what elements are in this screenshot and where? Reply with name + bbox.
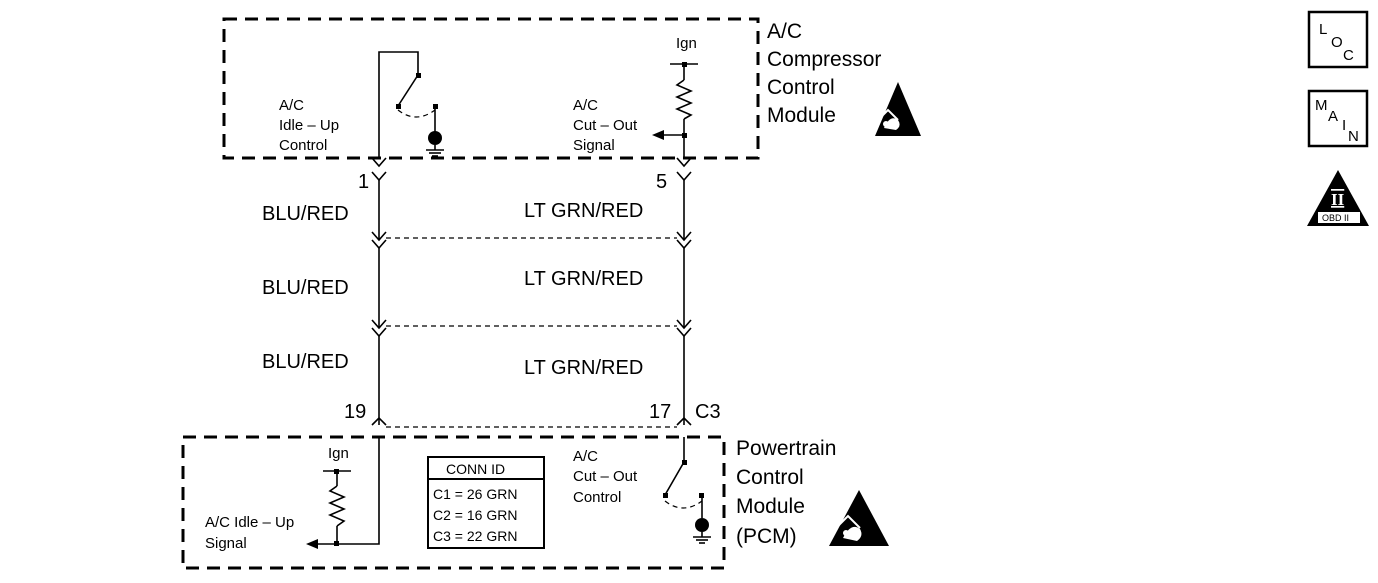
- loc-icon: [1307, 10, 1369, 69]
- compressor-module-title-3: Control: [767, 76, 835, 99]
- pcm-ign-label: Ign: [328, 445, 349, 462]
- pin-17-label: 17: [649, 401, 671, 423]
- left-wire-color-1: BLU/RED: [262, 203, 349, 225]
- loc-icon-letter-c: C: [1343, 47, 1354, 64]
- conn-id-table: [427, 456, 545, 549]
- pcm-cutout-switch: [663, 437, 711, 544]
- left-wire: [371, 157, 387, 426]
- conn-id-row-1: C1 = 26 GRN: [433, 486, 517, 502]
- loc-icon-letter-o: O: [1331, 34, 1343, 51]
- pcm-cutout-label-2: Cut – Out: [573, 468, 638, 485]
- cutout-signal-label-3: Signal: [573, 137, 615, 154]
- left-wire-color-2: BLU/RED: [262, 277, 349, 299]
- pcm-idle-up-label-1: A/C Idle – Up: [205, 514, 294, 531]
- main-icon-letter-m: M: [1315, 97, 1328, 114]
- pcm-cutout-label-1: A/C: [573, 448, 598, 465]
- conn-id-header: CONN ID: [446, 461, 505, 477]
- loc-icon-letter-l: L: [1319, 21, 1327, 38]
- cutout-signal-label-1: A/C: [573, 97, 598, 114]
- cutout-signal-label-2: Cut – Out: [573, 117, 638, 134]
- pcm-title-4: (PCM): [736, 525, 797, 548]
- compressor-module-title-4: Module: [767, 104, 836, 127]
- right-wire-color-1: LT GRN/RED: [524, 200, 643, 222]
- pcm-title-2: Control: [736, 466, 804, 489]
- main-icon-letter-n: N: [1348, 128, 1359, 145]
- pin-1-label: 1: [358, 171, 369, 193]
- main-icon: [1307, 89, 1369, 148]
- esd-warning-icon-pcm: [829, 490, 889, 546]
- obd-ii-icon: [1307, 170, 1369, 226]
- idle-up-control-label-3: Control: [279, 137, 327, 154]
- idle-up-control-label-1: A/C: [279, 97, 304, 114]
- pcm-idle-up-label-2: Signal: [205, 535, 247, 552]
- pin-19-label: 19: [344, 401, 366, 423]
- esd-warning-icon: [875, 82, 921, 136]
- obd-ii-label: OBD II: [1322, 213, 1349, 223]
- cutout-resistor: [652, 62, 698, 158]
- right-wire-color-2: LT GRN/RED: [524, 268, 643, 290]
- pcm-title-3: Module: [736, 495, 805, 518]
- main-icon-letter-i: I: [1342, 117, 1346, 134]
- idle-up-switch: [378, 51, 444, 158]
- main-icon-letter-a: A: [1328, 108, 1338, 125]
- compressor-module-title-1: A/C: [767, 20, 802, 43]
- obd-ii-numeral: II: [1331, 190, 1345, 209]
- conn-id-row-3: C3 = 22 GRN: [433, 528, 517, 544]
- right-wire-color-3: LT GRN/RED: [524, 357, 643, 379]
- conn-id-row-2: C2 = 16 GRN: [433, 507, 517, 523]
- left-wire-color-3: BLU/RED: [262, 351, 349, 373]
- right-wire: [676, 157, 692, 426]
- pcm-title-1: Powertrain: [736, 437, 836, 460]
- pcm-idle-up-resistor: [306, 437, 380, 549]
- compressor-module-title-2: Compressor: [767, 48, 881, 71]
- ign-label-top: Ign: [676, 35, 697, 52]
- pcm-cutout-label-3: Control: [573, 489, 621, 506]
- idle-up-control-label-2: Idle – Up: [279, 117, 339, 134]
- connector-c3-label: C3: [695, 401, 721, 423]
- pin-5-label: 5: [656, 171, 667, 193]
